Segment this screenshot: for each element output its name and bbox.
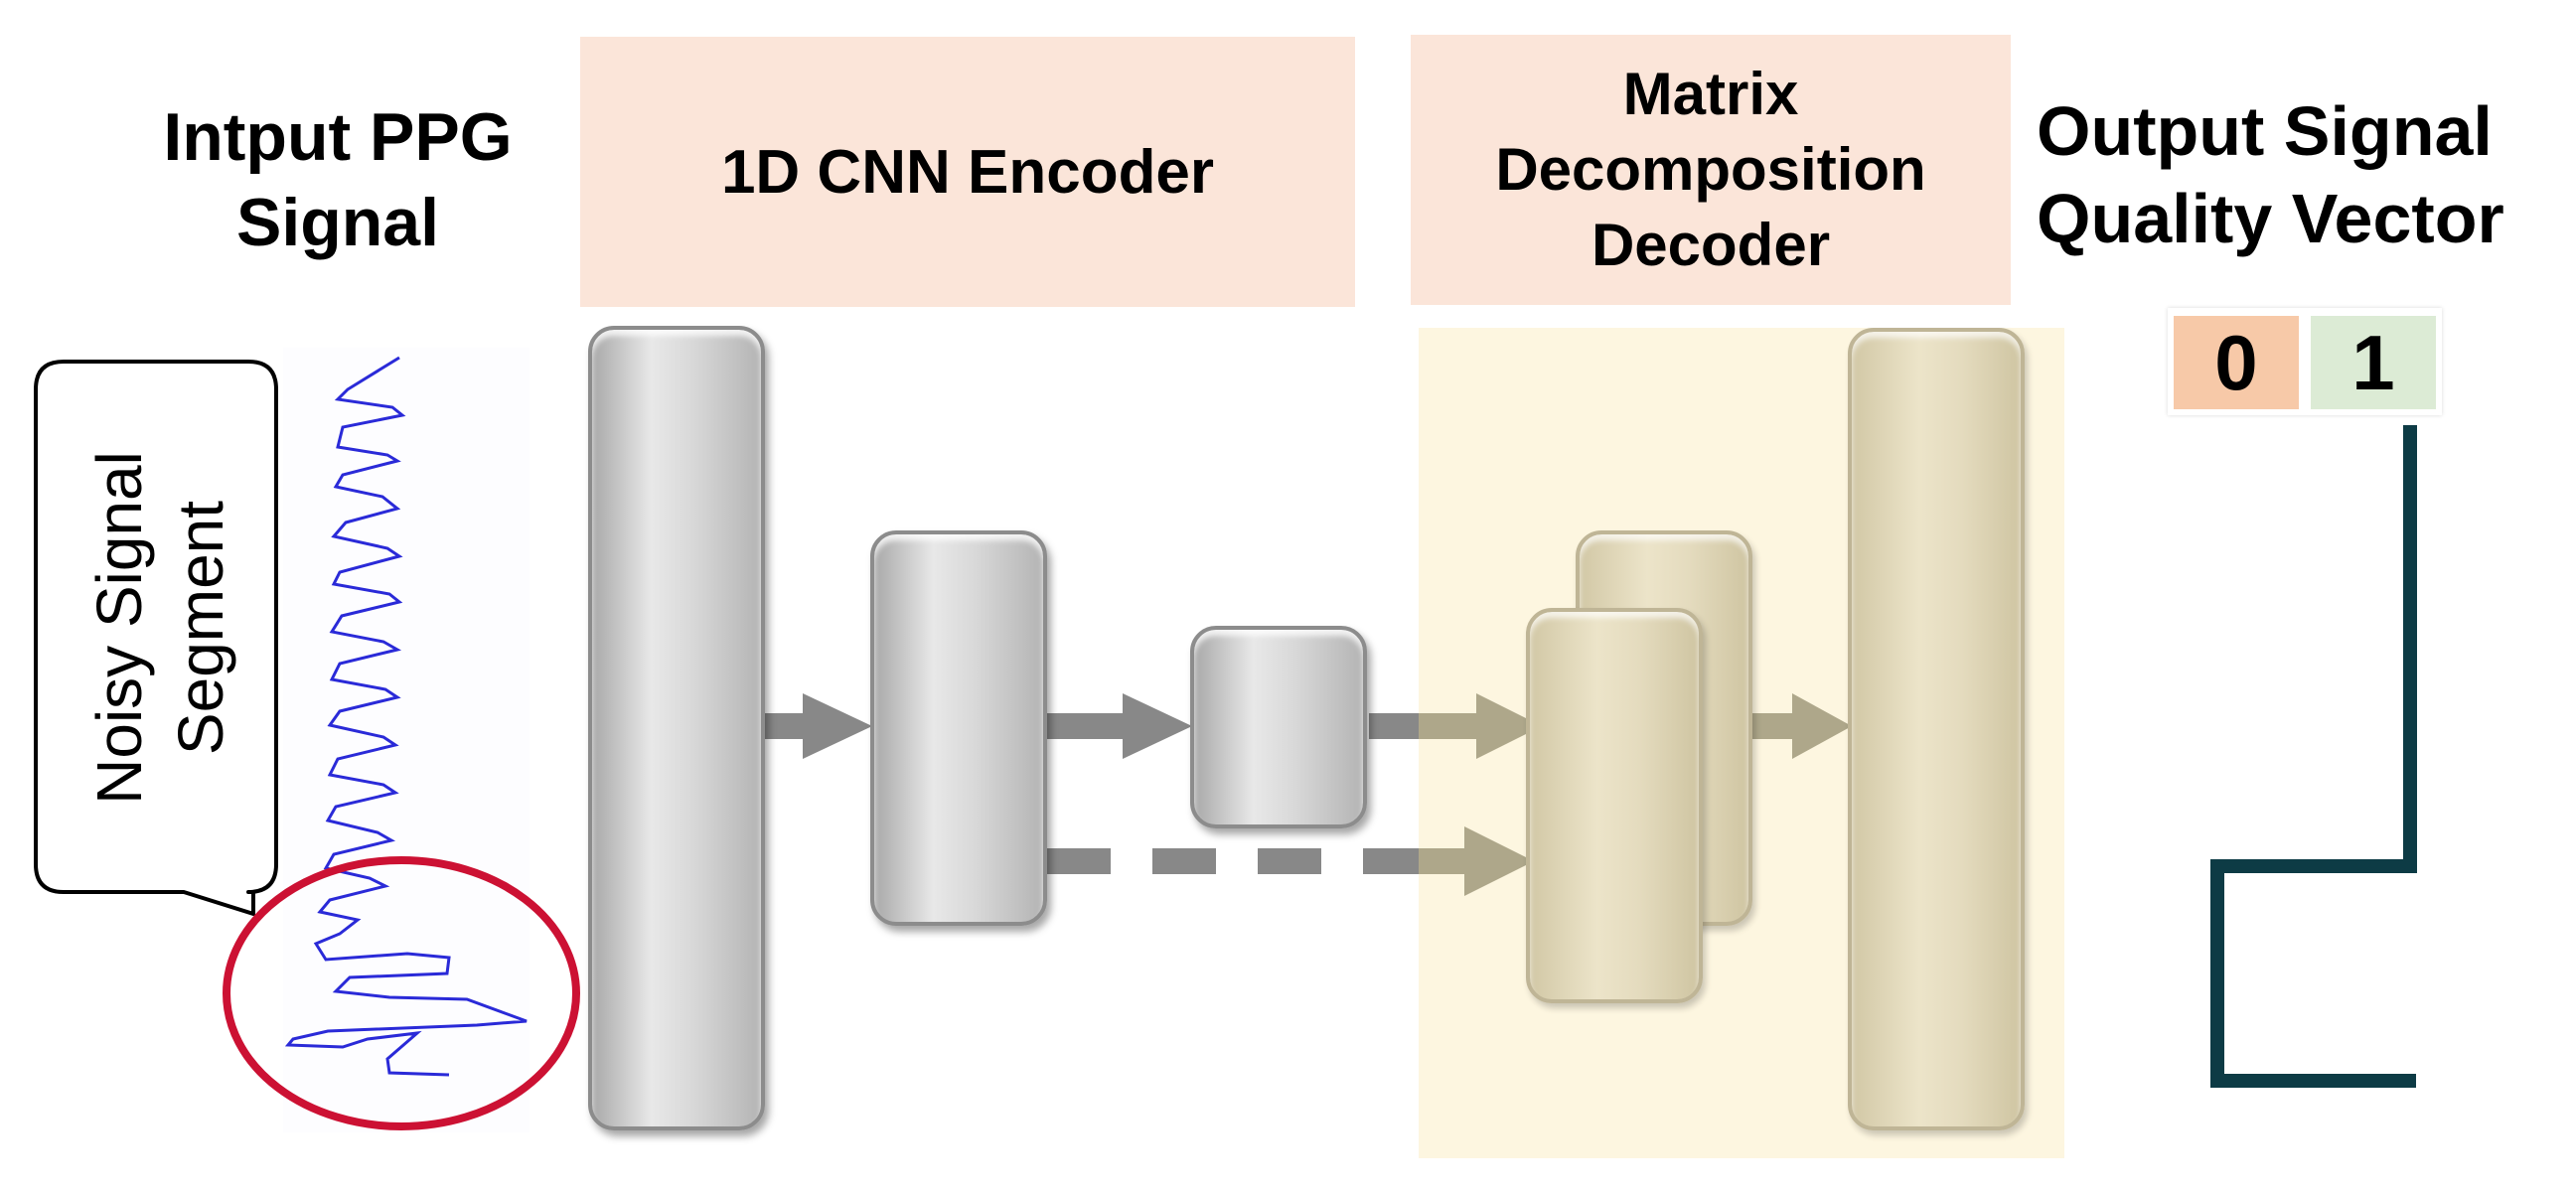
quality-cell-1: 1 [2311, 316, 2436, 409]
quality-cell-0: 0 [2174, 316, 2299, 409]
input-title-line-2: Signal [235, 185, 440, 260]
arrow-enc-2 [1047, 693, 1192, 759]
arrow-dec-in-top [1419, 693, 1542, 759]
encoder-block-2 [870, 530, 1047, 926]
arrow-enc-3-to-decoder [1369, 713, 1421, 739]
arrow-skip-dashed [1047, 848, 1419, 874]
decoder-header-box: Matrix Decomposition Decoder [1411, 35, 2011, 305]
encoder-header-box: 1D CNN Encoder [580, 37, 1355, 307]
output-title-line-2: Quality Vector [2037, 180, 2504, 257]
encoder-block-3 [1190, 626, 1367, 828]
callout-bubble [34, 360, 278, 916]
encoder-block-1 [588, 326, 765, 1130]
callout-text-line-1: Noisy Signal [83, 451, 155, 805]
decoder-title-line-2: Decomposition [1495, 136, 1926, 203]
ppg-signal-trace [284, 356, 528, 1077]
input-title: Intput PPG Signal [119, 94, 556, 265]
arrow-skip-head [1419, 826, 1534, 896]
arrow-dec-out [1746, 693, 1852, 759]
decoder-title-line-3: Decoder [1591, 212, 1831, 278]
output-title-line-1: Output Signal [2037, 92, 2493, 170]
output-title: Output Signal Quality Vector [2037, 87, 2573, 262]
output-step-line [2210, 425, 2417, 1088]
encoder-title: 1D CNN Encoder [720, 137, 1215, 207]
callout-text-line-2: Segment [165, 501, 236, 755]
arrow-enc-1 [763, 693, 872, 759]
input-title-line-1: Intput PPG [163, 99, 513, 175]
noisy-segment-highlight [223, 856, 580, 1130]
decoder-title-line-1: Matrix [1622, 61, 1799, 127]
input-signal-panel: Noisy Signal Segment [34, 348, 580, 1132]
decoder-block-output [1848, 328, 2025, 1130]
decoder-block-front [1526, 608, 1703, 1003]
signal-background [283, 348, 530, 1132]
